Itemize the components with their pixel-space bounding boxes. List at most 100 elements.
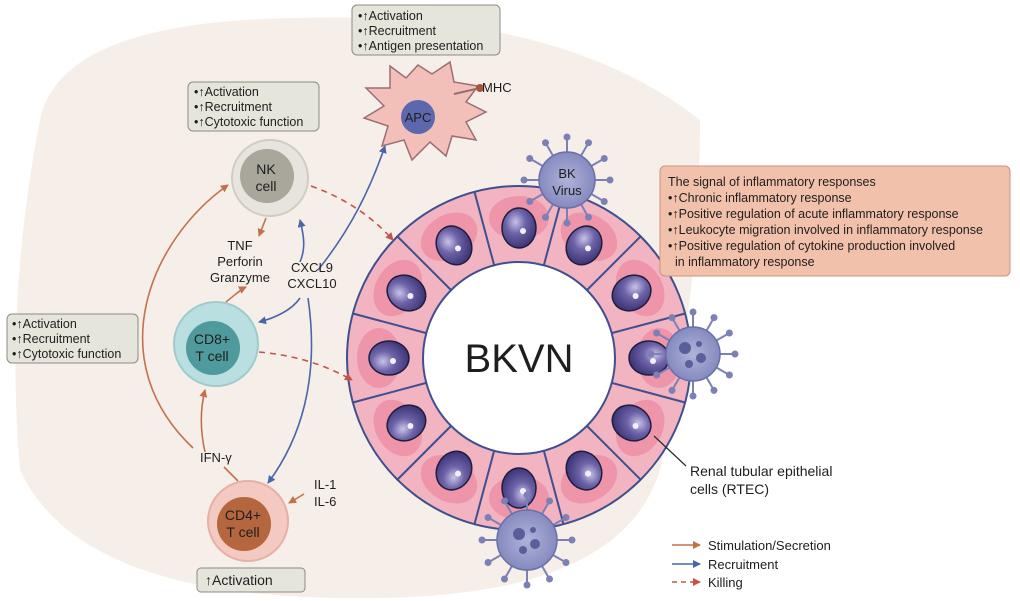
- nucleus-highlight: [520, 488, 526, 494]
- nucleus-highlight: [585, 245, 591, 252]
- mhc-label: MHC: [482, 80, 512, 95]
- virus-spike-tip: [606, 176, 614, 184]
- virus-spike-tip: [731, 350, 739, 358]
- nucleus-highlight: [585, 470, 591, 477]
- epithelial-cell-border: [352, 312, 427, 335]
- chemokine-cxcl9: CXCL9: [291, 260, 333, 275]
- secretion-tnf: TNF: [227, 238, 252, 253]
- bk-virus-body: [538, 151, 596, 209]
- virus-spike-tip: [600, 155, 608, 162]
- cd4-label-line2: T cell: [226, 524, 259, 540]
- bk-virus-label-line1: BK: [558, 166, 576, 181]
- virus-spike-tip: [668, 314, 676, 322]
- apc-box-line1: •↑Activation: [358, 9, 423, 23]
- cd8-box-line3: •↑Cytotoxic function: [12, 347, 121, 361]
- bk-virus-body: [665, 326, 721, 382]
- virus-spike-tip: [542, 139, 549, 147]
- cd4-t-cell: [207, 480, 289, 562]
- il1-label: IL-1: [314, 477, 336, 492]
- cd8-label-line1: CD8+: [194, 331, 230, 347]
- rtec-label-line1: Renal tubular epithelial: [690, 463, 832, 479]
- nucleus-highlight: [632, 423, 639, 429]
- arrow-cxcl-to-nk: [297, 219, 306, 263]
- arrow-nk-killing: [310, 185, 394, 241]
- virus-spike-tip: [484, 559, 492, 566]
- virus-spike-tip: [562, 559, 570, 566]
- virus-spike-tip: [725, 371, 733, 379]
- arrow-il-to-cd4: [288, 493, 305, 504]
- arrow-cd8-to-secretion: [225, 286, 247, 303]
- virus-spike-tip: [523, 491, 531, 499]
- apc-box-line3: •↑Antigen presentation: [358, 39, 483, 53]
- virus-spike-tip: [689, 308, 697, 316]
- secretion-perforin: Perforin: [217, 254, 263, 269]
- inflammation-title: The signal of inflammatory responses: [668, 175, 876, 189]
- arrow-ifn-to-nk: [141, 184, 229, 449]
- nucleus-highlight: [390, 358, 396, 364]
- epithelial-cell-border: [611, 381, 686, 404]
- cd8-effects-box: [6, 313, 139, 364]
- epithelial-cell-border: [396, 235, 452, 291]
- nucleus-highlight: [632, 293, 639, 299]
- virus-spike-tip: [689, 392, 697, 400]
- nucleus-highlight: [455, 245, 461, 252]
- virus-capsomere: [513, 528, 525, 540]
- virus-spike-tip: [546, 497, 553, 505]
- cd4-box-text: ↑Activation: [205, 572, 273, 588]
- inflammation-box: [659, 165, 1011, 277]
- apc-cell: [362, 60, 488, 162]
- epithelial-cell-border: [586, 425, 642, 481]
- arrow-cxcl-to-apc: [317, 145, 387, 271]
- chemokine-cxcl10: CXCL10: [287, 276, 336, 291]
- arrow-cxcl-to-cd4: [267, 297, 313, 484]
- epithelial-cell-border: [473, 450, 496, 525]
- nucleus-highlight: [455, 470, 461, 477]
- epithelial-cell-nucleus: [611, 404, 652, 442]
- virus-spike-tip: [484, 514, 492, 521]
- epithelial-cell-nucleus: [386, 404, 427, 442]
- virus-spike-tip: [562, 514, 570, 521]
- epithelial-cell-nucleus: [501, 207, 537, 249]
- nk-cell: [231, 139, 309, 217]
- virus-capsomere: [679, 342, 691, 354]
- virus-capsomere: [530, 539, 540, 549]
- epithelial-cell-border: [473, 191, 496, 266]
- inflammation-item-3: •↑Leukocyte migration involved in inflam…: [668, 223, 983, 237]
- cd8-box-line1: •↑Activation: [12, 317, 77, 331]
- bk-virus-body: [496, 509, 558, 571]
- tubule-ring: [346, 185, 692, 531]
- legend: Stimulation/Secretion Recruitment Killin…: [672, 538, 831, 590]
- rtec-label-line2: cells (RTEC): [690, 481, 769, 497]
- arrow-cxcl-to-cd8: [258, 297, 301, 325]
- inflammation-item-2: •↑Positive regulation of acute inflammat…: [668, 207, 959, 221]
- cd8-t-cell: [173, 301, 259, 387]
- arrow-cd4-to-ifn: [223, 466, 239, 482]
- epithelial-cell-nucleus: [435, 450, 473, 491]
- rtec-pointer-line: [653, 435, 687, 467]
- epithelial-cell-nucleus: [386, 274, 427, 312]
- virus-capsomere: [530, 527, 536, 533]
- virus-spike-tip: [568, 536, 576, 544]
- nucleus-highlight: [520, 228, 526, 234]
- nk-effects-box: [187, 81, 320, 132]
- virus-spike-tip: [501, 497, 508, 505]
- virus-spike-tip: [526, 198, 534, 205]
- apc-effects-box: [351, 4, 501, 56]
- nk-label-line1: NK: [256, 161, 276, 177]
- virus-spike-tip: [546, 575, 553, 583]
- virus-capsomere: [519, 546, 527, 554]
- virus-spike-tip: [653, 329, 661, 337]
- nk-label-line2: cell: [255, 178, 276, 194]
- epithelial-cell-border: [352, 381, 427, 404]
- nucleus-highlight: [407, 423, 414, 429]
- epithelial-cell-nucleus: [611, 274, 652, 312]
- virus-capsomere: [685, 360, 693, 368]
- arrow-ifn-to-cd8: [199, 389, 208, 453]
- legend-recruitment-label: Recruitment: [708, 557, 778, 572]
- il6-label: IL-6: [314, 494, 336, 509]
- epithelial-cell-nucleus: [435, 225, 473, 266]
- virus-spike-tip: [523, 581, 531, 589]
